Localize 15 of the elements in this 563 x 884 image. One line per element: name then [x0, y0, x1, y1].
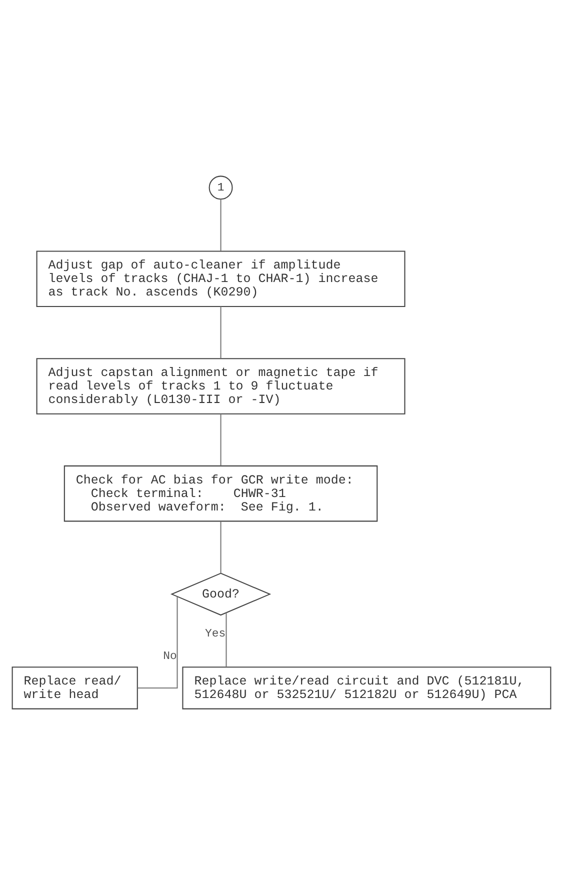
node-circle: 1: [208, 175, 233, 200]
connector: [220, 306, 222, 358]
node-box: Check for AC bias for GCR write mode: Check terminal: CHWR-31 Observed waveform: See Fig. 1.: [64, 464, 378, 522]
node-box: Adjust gap of auto-cleaner if amplitude levels of tracks (CHAJ-1 to CHAR-1) increase as track No. ascends (K0290): [36, 250, 406, 306]
edge-label: No: [163, 649, 177, 662]
connector: [220, 520, 222, 573]
edge-label: Yes: [204, 626, 226, 640]
node-diamond: Good?: [170, 572, 272, 616]
node-box: Adjust capstan alignment or magnetic tape if read levels of tracks 1 to 9 fluctuate considerably (L0130-III or -IV): [36, 358, 406, 414]
node-box: Replace write/read circuit and DVC (512181U, 512648U or 532521U/ 512182U or 512649U) PCA: [182, 666, 552, 709]
connector: [226, 612, 227, 666]
connector: [138, 596, 178, 688]
connector: [220, 198, 222, 250]
connector: [220, 413, 222, 466]
node-box: Replace read/ write head: [12, 666, 138, 709]
